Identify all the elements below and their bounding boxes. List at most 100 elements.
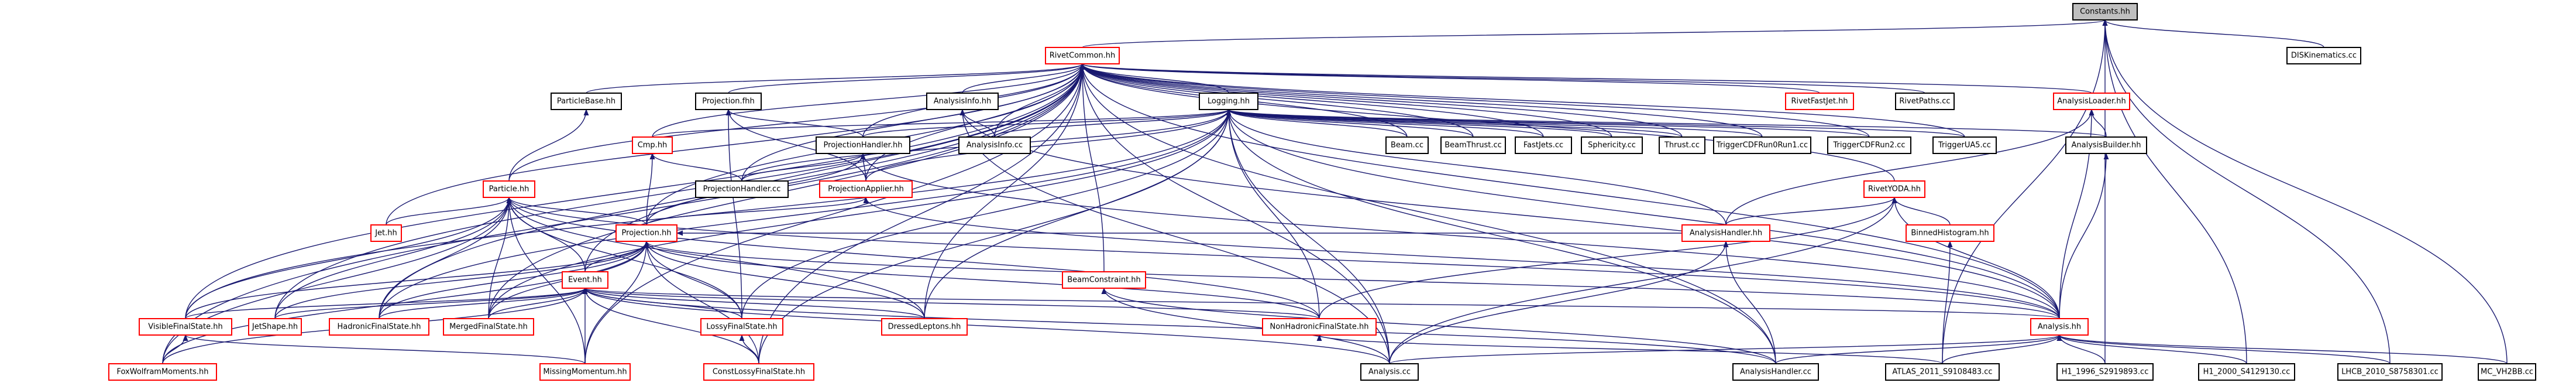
node-thrustcc[interactable]: Thrust.cc <box>1659 136 1705 154</box>
node-box-foxwolfram[interactable] <box>108 363 217 381</box>
node-box-triggerua5[interactable] <box>1932 136 1997 154</box>
node-rivetcommon[interactable]: RivetCommon.hh <box>1045 47 1120 64</box>
node-box-thrustcc[interactable] <box>1659 136 1705 154</box>
node-eventhh[interactable]: Event.hh <box>562 271 608 289</box>
node-analysiscc[interactable]: Analysis.cc <box>1360 363 1419 381</box>
node-cmphh[interactable]: Cmp.hh <box>632 136 673 154</box>
node-logging[interactable]: Logging.hh <box>1199 93 1258 110</box>
node-sphericitycc[interactable]: Sphericity.cc <box>1581 136 1643 154</box>
node-projectionfhh[interactable]: Projection.fhh <box>695 93 762 110</box>
node-beamthrustcc[interactable]: BeamThrust.cc <box>1440 136 1506 154</box>
node-analysisloader[interactable]: AnalysisLoader.hh <box>2053 93 2130 110</box>
node-particlehh[interactable]: Particle.hh <box>483 180 535 198</box>
node-box-hadronicfs[interactable] <box>329 318 429 336</box>
node-h1_1996[interactable]: H1_1996_S2919893.cc <box>2056 363 2154 381</box>
node-box-missingmomentum[interactable] <box>539 363 631 381</box>
node-beamconstraint[interactable]: BeamConstraint.hh <box>1062 271 1146 289</box>
node-triggerua5[interactable]: TriggerUA5.cc <box>1932 136 1997 154</box>
node-beamcc[interactable]: Beam.cc <box>1385 136 1429 154</box>
node-particlebase[interactable]: ParticleBase.hh <box>551 93 622 110</box>
node-analysisinfohh[interactable]: AnalysisInfo.hh <box>926 93 999 110</box>
node-h1_2000[interactable]: H1_2000_S4129130.cc <box>2198 363 2295 381</box>
node-box-mergedfs[interactable] <box>443 318 534 336</box>
node-lossyfs[interactable]: LossyFinalState.hh <box>700 318 783 336</box>
node-analysishh[interactable]: Analysis.hh <box>2030 318 2089 336</box>
node-visiblefs[interactable]: VisibleFinalState.hh <box>139 318 232 336</box>
node-box-projectionfhh[interactable] <box>695 93 762 110</box>
node-box-analysishandlercc[interactable] <box>1732 363 1819 381</box>
node-box-analysishh[interactable] <box>2030 318 2089 336</box>
node-jetshape[interactable]: JetShape.hh <box>248 318 302 336</box>
node-box-analysisloader[interactable] <box>2053 93 2130 110</box>
node-analysisbuilder[interactable]: AnalysisBuilder.hh <box>2065 136 2147 154</box>
node-box-beamcc[interactable] <box>1385 136 1429 154</box>
node-hadronicfs[interactable]: HadronicFinalState.hh <box>329 318 429 336</box>
node-projectionhh[interactable]: Projection.hh <box>615 224 677 242</box>
node-mergedfs[interactable]: MergedFinalState.hh <box>443 318 534 336</box>
node-box-nonhadronicfs[interactable] <box>1262 318 1377 336</box>
node-box-fastjetscc[interactable] <box>1515 136 1572 154</box>
node-box-sphericitycc[interactable] <box>1581 136 1643 154</box>
node-box-projhandlerhh[interactable] <box>816 136 910 154</box>
node-trigrun1[interactable]: TriggerCDFRun0Run1.cc <box>1713 136 1811 154</box>
node-box-beamconstraint[interactable] <box>1062 271 1146 289</box>
node-box-atlas2011[interactable] <box>1885 363 2000 381</box>
node-box-jetshape[interactable] <box>248 318 302 336</box>
node-box-rivetyoda[interactable] <box>1863 180 1925 198</box>
node-rivetyoda[interactable]: RivetYODA.hh <box>1863 180 1925 198</box>
node-projhandlerhh[interactable]: ProjectionHandler.hh <box>816 136 910 154</box>
node-rivetfastjet[interactable]: RivetFastJet.hh <box>1785 93 1854 110</box>
node-analysishandlercc[interactable]: AnalysisHandler.cc <box>1732 363 1819 381</box>
node-projapplier[interactable]: ProjectionApplier.hh <box>819 180 913 198</box>
node-diskin[interactable]: DISKinematics.cc <box>2286 47 2361 64</box>
node-box-projhandlercc[interactable] <box>695 180 789 198</box>
node-missingmomentum[interactable]: MissingMomentum.hh <box>539 363 631 381</box>
node-box-particlehh[interactable] <box>483 180 535 198</box>
node-box-beamthrustcc[interactable] <box>1440 136 1506 154</box>
node-box-constants[interactable] <box>2072 3 2138 21</box>
node-box-eventhh[interactable] <box>562 271 608 289</box>
node-box-trigrun2[interactable] <box>1827 136 1911 154</box>
node-box-particlebase[interactable] <box>551 93 622 110</box>
node-constlossyfs[interactable]: ConstLossyFinalState.hh <box>703 363 814 381</box>
node-box-lossyfs[interactable] <box>700 318 783 336</box>
node-box-mc_vh2bb[interactable] <box>2478 363 2536 381</box>
node-box-rivetcommon[interactable] <box>1045 47 1120 64</box>
node-binnedhisto[interactable]: BinnedHistogram.hh <box>1906 224 1994 242</box>
node-analysisinfocc[interactable]: AnalysisInfo.cc <box>958 136 1031 154</box>
node-box-h1_1996[interactable] <box>2056 363 2154 381</box>
node-box-projectionhh[interactable] <box>615 224 677 242</box>
node-box-projapplier[interactable] <box>819 180 913 198</box>
node-box-cmphh[interactable] <box>632 136 673 154</box>
node-box-analysisinfocc[interactable] <box>958 136 1031 154</box>
node-box-analysisbuilder[interactable] <box>2065 136 2147 154</box>
node-box-analysishandlerhh[interactable] <box>1681 224 1770 242</box>
node-jethh[interactable]: Jet.hh <box>370 224 402 242</box>
node-box-rivetfastjet[interactable] <box>1785 93 1854 110</box>
node-box-h1_2000[interactable] <box>2198 363 2295 381</box>
node-fastjetscc[interactable]: FastJets.cc <box>1515 136 1572 154</box>
node-lhcb2010[interactable]: LHCB_2010_S8758301.cc <box>2337 363 2443 381</box>
node-box-constlossyfs[interactable] <box>703 363 814 381</box>
node-box-dressedleptons[interactable] <box>881 318 968 336</box>
node-atlas2011[interactable]: ATLAS_2011_S9108483.cc <box>1885 363 2000 381</box>
node-nonhadronicfs[interactable]: NonHadronicFinalState.hh <box>1262 318 1377 336</box>
node-box-trigrun1[interactable] <box>1713 136 1811 154</box>
node-box-logging[interactable] <box>1199 93 1258 110</box>
node-box-lhcb2010[interactable] <box>2337 363 2443 381</box>
node-box-visiblefs[interactable] <box>139 318 232 336</box>
node-box-binnedhisto[interactable] <box>1906 224 1994 242</box>
node-foxwolfram[interactable]: FoxWolframMoments.hh <box>108 363 217 381</box>
node-dressedleptons[interactable]: DressedLeptons.hh <box>881 318 968 336</box>
node-trigrun2[interactable]: TriggerCDFRun2.cc <box>1827 136 1911 154</box>
node-projhandlercc[interactable]: ProjectionHandler.cc <box>695 180 789 198</box>
node-box-analysisinfohh[interactable] <box>926 93 999 110</box>
node-constants[interactable]: Constants.hh <box>2072 3 2138 21</box>
node-box-analysiscc[interactable] <box>1360 363 1419 381</box>
node-analysishandlerhh[interactable]: AnalysisHandler.hh <box>1681 224 1770 242</box>
node-rivetpaths[interactable]: RivetPaths.cc <box>1895 93 1955 110</box>
node-box-diskin[interactable] <box>2286 47 2361 64</box>
node-box-jethh[interactable] <box>370 224 402 242</box>
node-mc_vh2bb[interactable]: MC_VH2BB.cc <box>2478 363 2536 381</box>
node-box-rivetpaths[interactable] <box>1895 93 1955 110</box>
